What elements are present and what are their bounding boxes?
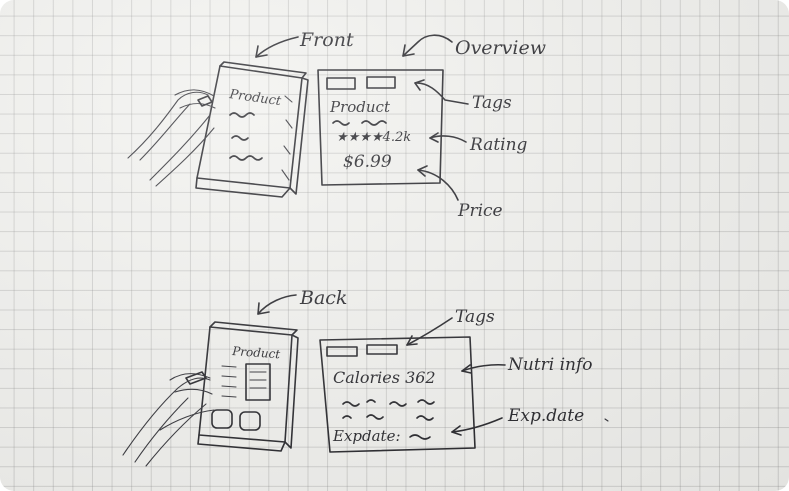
overview-rating: ★★★★4.2k (336, 130, 411, 145)
back-ingredient-lines (222, 366, 236, 397)
back-info-line (367, 415, 383, 419)
front-desc-line (230, 113, 254, 117)
back-exp-date-value (410, 435, 430, 439)
back-card-callouts: Tags Nutri info Exp.date (407, 307, 608, 435)
overview-tag-chip (327, 78, 355, 89)
back-tags-callout-label: Tags (455, 307, 495, 327)
front-hand-sketch (128, 90, 215, 186)
back-info-line (390, 402, 406, 406)
overview-product-label: Product (329, 98, 391, 116)
overview-desc-line (362, 121, 386, 125)
back-tags-callout-arrow-icon (407, 318, 452, 345)
back-title: Back (299, 287, 347, 309)
back-tag-chip (367, 345, 397, 354)
front-label-group: Front (256, 29, 354, 57)
back-calories: Calories 362 (333, 368, 436, 387)
front-product-label: Product (227, 87, 282, 109)
rating-callout-label: Rating (469, 135, 528, 155)
front-desc-line (230, 156, 262, 160)
exp-callout-arrow-icon (452, 418, 502, 432)
back-icon-square (240, 412, 260, 430)
tags-callout-label: Tags (472, 93, 512, 113)
back-info-line (418, 400, 434, 404)
back-exp-date: Expdate: (332, 427, 401, 445)
overview-tag-chip (367, 77, 395, 88)
back-product-label: Product (231, 344, 281, 361)
exp-callout-label: Exp.date (507, 406, 584, 426)
overview-title: Overview (455, 37, 546, 59)
back-tag-chip (327, 347, 357, 356)
overview-price: $6.99 (343, 152, 392, 172)
back-nutrition-box (246, 364, 270, 400)
overview-arrow-icon (403, 35, 452, 56)
overview-label-group: Overview (403, 35, 546, 59)
front-desc-line (232, 136, 248, 140)
back-product-box: Product (198, 322, 298, 451)
back-info-line (367, 400, 375, 402)
overview-callouts: Tags Rating Price (415, 80, 528, 221)
front-title: Front (299, 29, 354, 51)
back-info-line (417, 416, 433, 420)
back-icon-square (212, 410, 232, 428)
nutri-callout-label: Nutri info (507, 355, 593, 375)
price-callout-label: Price (457, 201, 503, 221)
back-info-line (343, 416, 351, 418)
back-info-line (343, 402, 359, 406)
overview-desc-line (333, 121, 349, 125)
back-arrow-icon (258, 295, 296, 314)
back-card: Calories 362 Expdate: (320, 337, 475, 452)
front-arrow-icon (256, 37, 298, 57)
back-label-group: Back (258, 287, 347, 314)
